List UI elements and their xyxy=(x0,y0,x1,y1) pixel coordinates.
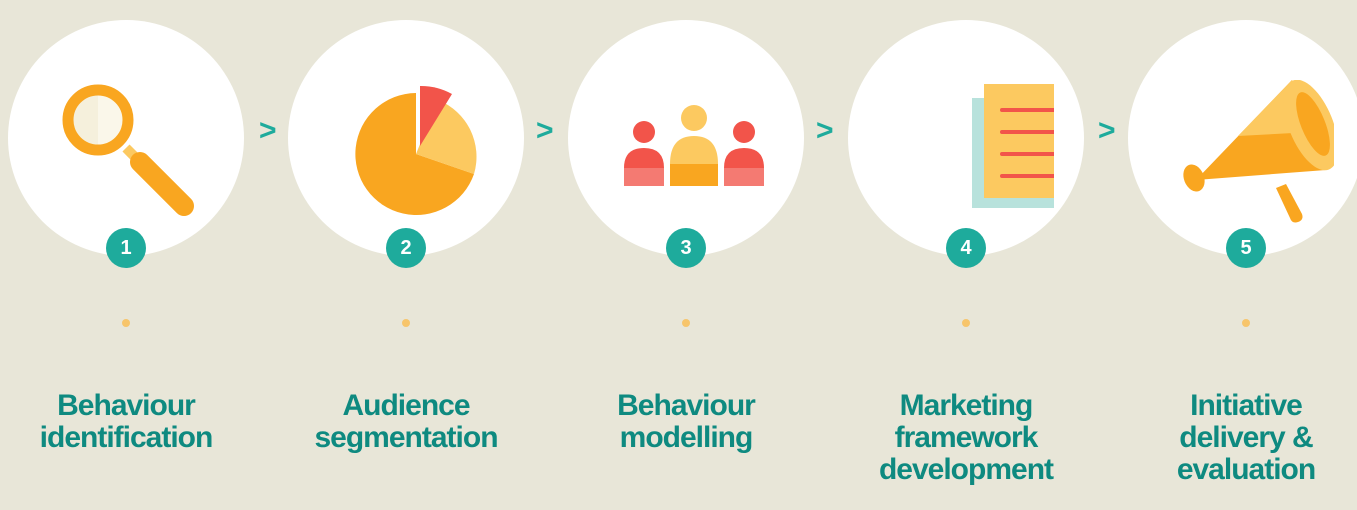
step-circle xyxy=(848,20,1084,256)
chevron-right-icon: > xyxy=(259,114,277,147)
step-label: Behaviour identification xyxy=(39,389,214,454)
step-circle xyxy=(1128,20,1357,256)
step-number-badge: 4 xyxy=(946,228,986,268)
chevron-right-icon: > xyxy=(816,114,834,147)
step-3: 3 Behaviour modelling xyxy=(560,0,830,510)
step-circle xyxy=(568,20,804,256)
step-1: 1 Behaviour identification xyxy=(0,0,270,510)
magnifier-icon xyxy=(62,84,194,216)
chevron-right-icon: > xyxy=(536,114,554,147)
step-circle xyxy=(288,20,524,256)
step-4: 4 Marketing framework development xyxy=(840,0,1110,510)
step-dot xyxy=(122,319,130,327)
step-dot xyxy=(1242,319,1250,327)
step-dot xyxy=(962,319,970,327)
step-label: Initiative delivery & evaluation xyxy=(1176,389,1316,486)
step-2: 2 Audience segmentation xyxy=(280,0,550,510)
step-number-badge: 3 xyxy=(666,228,706,268)
step-label: Behaviour modelling xyxy=(617,389,756,454)
people-icon xyxy=(624,105,764,186)
step-number-badge: 5 xyxy=(1226,228,1266,268)
step-5: 5 Initiative delivery & evaluation xyxy=(1120,0,1357,510)
pie-chart-icon xyxy=(355,85,477,215)
step-circle xyxy=(8,20,244,256)
megaphone-icon xyxy=(1183,80,1334,223)
step-dot xyxy=(682,319,690,327)
step-number-badge: 2 xyxy=(386,228,426,268)
document-icon xyxy=(972,84,1054,208)
step-dot xyxy=(402,319,410,327)
chevron-right-icon: > xyxy=(1098,114,1116,147)
step-label: Audience segmentation xyxy=(314,389,498,454)
step-number-badge: 1 xyxy=(106,228,146,268)
step-label: Marketing framework development xyxy=(878,389,1054,486)
